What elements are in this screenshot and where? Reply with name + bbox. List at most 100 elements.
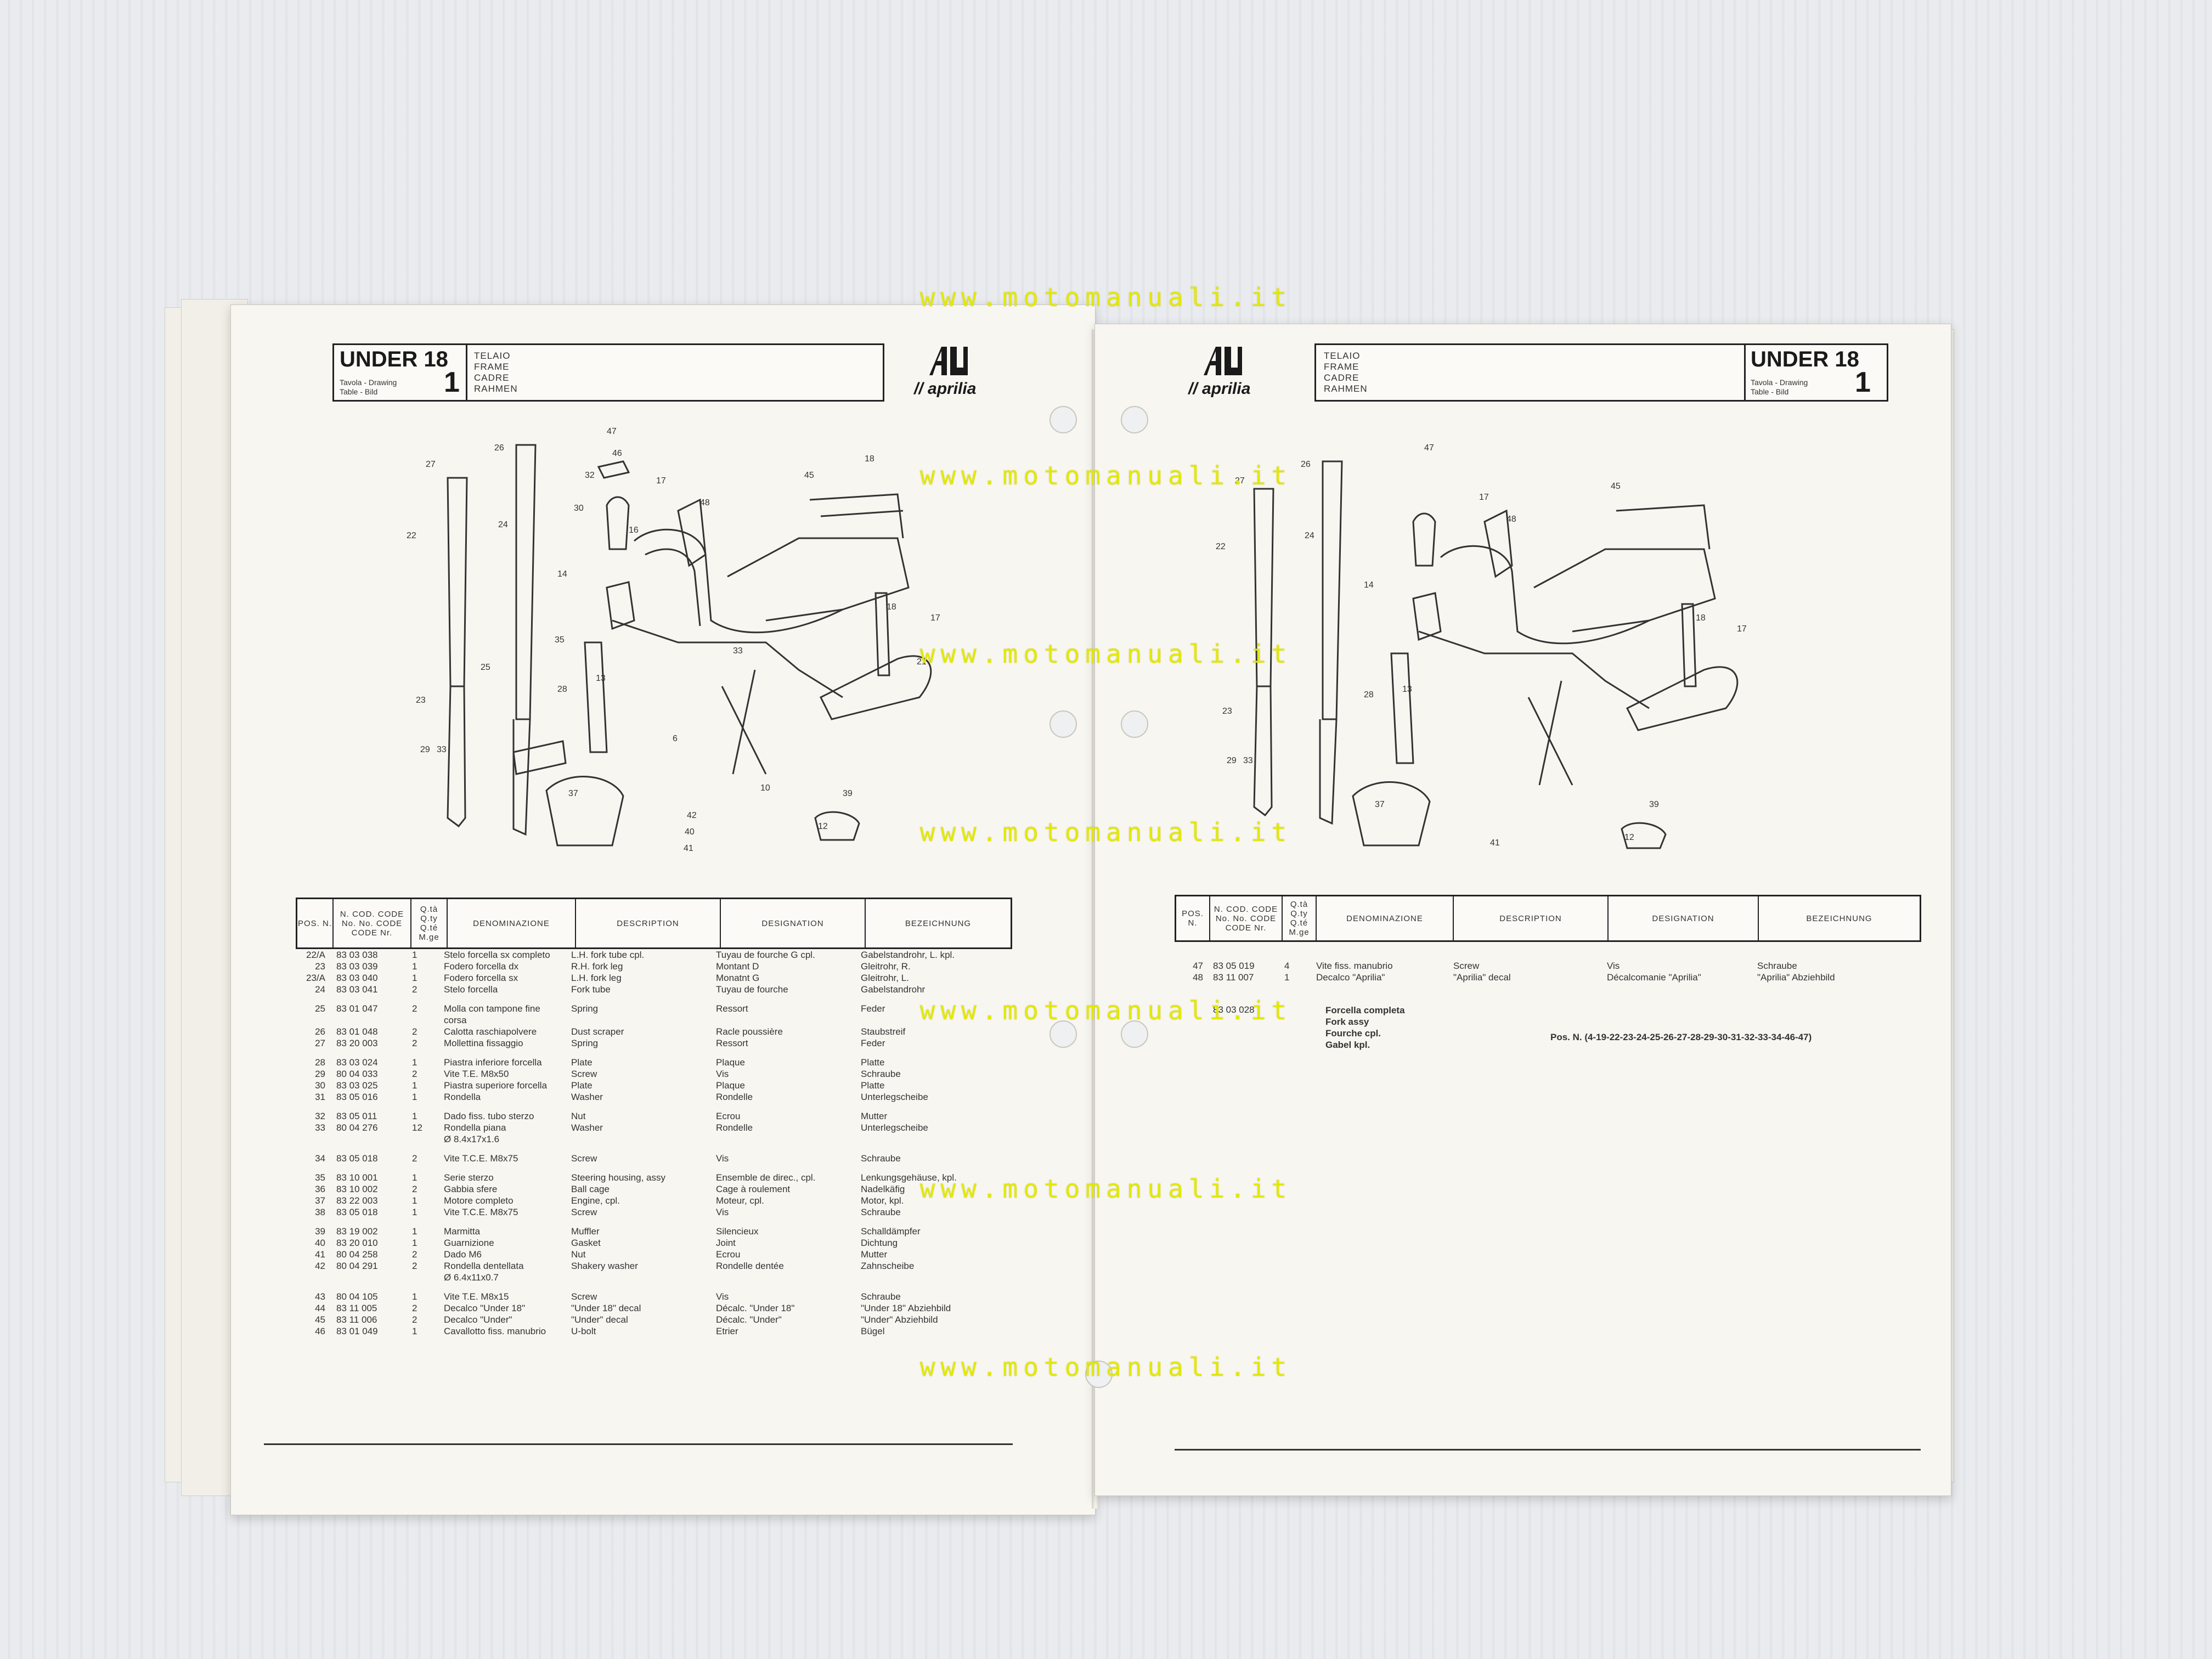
denominazione-cell: Rondella (444, 1092, 481, 1102)
bezeichnung-cell: Bügel (861, 1326, 885, 1336)
designation-cell: Silencieux (716, 1226, 759, 1237)
svg-text:22: 22 (407, 531, 416, 540)
drawing-label: Tavola - Drawing Table - Bild (1751, 378, 1808, 396)
bezeichnung-cell: Gleitrohr, L. (861, 973, 909, 983)
description-cell: Screw (571, 1207, 597, 1217)
denominazione-cell: Fodero forcella dx (444, 961, 519, 972)
bezeichnung-cell: Staubstreif (861, 1026, 906, 1037)
right-page: // aprilia TELAIO FRAME CADRE RAHMEN UND… (1094, 324, 1951, 1496)
designation-cell: Vis (1607, 961, 1620, 971)
designation-cell: Décalcomanie "Aprilia" (1607, 972, 1701, 983)
denominazione-cell: Stelo forcella (444, 984, 498, 995)
code-cell: 83 05 018 (336, 1207, 378, 1217)
fork-assembly-row: 83 03 028 (1175, 1005, 1918, 1016)
col-denominazione: DENOMINAZIONE (1317, 896, 1454, 940)
svg-text:21: 21 (917, 657, 927, 667)
denominazione-cell: Dado M6 (444, 1249, 482, 1260)
description-cell: Plate (571, 1080, 592, 1091)
code-cell: 80 04 033 (336, 1069, 378, 1079)
description-cell: Washer (571, 1092, 603, 1102)
svg-text:41: 41 (684, 844, 693, 853)
denominazione-cell: Piastra inferiore forcella (444, 1057, 542, 1068)
denominazione-cell: Vite T.E. M8x15 (444, 1291, 509, 1302)
bezeichnung-cell: Gleitrohr, R. (861, 961, 911, 972)
description-cell: Spring (571, 1038, 599, 1048)
denominazione-cell: Ø 6.4x11x0.7 (444, 1272, 499, 1283)
qty-cell: 1 (412, 1238, 417, 1248)
qty-cell: 1 (412, 1092, 417, 1102)
col-pos: POS. N. (297, 899, 334, 947)
pos-cell: 25 (315, 1003, 325, 1014)
bezeichnung-cell: Motor, kpl. (861, 1195, 904, 1206)
description-cell: Nut (571, 1111, 586, 1121)
pos-cell: 46 (315, 1326, 325, 1336)
pos-cell: 23 (315, 961, 325, 972)
qty-cell: 1 (412, 1111, 417, 1121)
code-cell: 83 10 001 (336, 1172, 378, 1183)
designation-cell: Monatnt G (716, 973, 760, 983)
bezeichnung-cell: Schraube (861, 1207, 901, 1217)
svg-text:48: 48 (700, 498, 710, 507)
denominazione-cell: Piastra superiore forcella (444, 1080, 548, 1091)
denominazione-cell: Vite T.E. M8x50 (444, 1069, 509, 1079)
binder-hole (1121, 1020, 1148, 1048)
pos-cell: 32 (315, 1111, 325, 1121)
parts-table-header: POS. N. N. COD. CODE No. No. CODE CODE N… (1175, 895, 1921, 942)
code-cell: 83 11 005 (336, 1303, 377, 1313)
page-rule (264, 1443, 1013, 1445)
bezeichnung-cell: Feder (861, 1003, 885, 1014)
qty-cell: 2 (412, 984, 417, 995)
code-cell: 80 04 105 (336, 1291, 378, 1302)
description-cell: Steering housing, assy (571, 1172, 665, 1183)
table-row: Ø 6.4x11x0.7 (297, 1272, 1010, 1284)
svg-text:45: 45 (804, 471, 814, 480)
designation-cell: Tuyau de fourche G cpl. (716, 950, 815, 960)
bezeichnung-cell: Platte (861, 1080, 885, 1091)
watermark-text: www.motomanuali.it (919, 1174, 1293, 1204)
bezeichnung-cell: Schraube (861, 1069, 901, 1079)
designation-cell: Décalc. "Under 18" (716, 1303, 795, 1313)
pos-cell: 34 (315, 1153, 325, 1164)
pos-cell: 48 (1193, 972, 1203, 983)
watermark-text: www.motomanuali.it (919, 1352, 1293, 1382)
bezeichnung-cell: Gabelstandrohr, L. kpl. (861, 950, 955, 960)
qty-cell: 1 (412, 1080, 417, 1091)
description-cell: L.H. fork tube cpl. (571, 950, 645, 960)
designation-cell: Ecrou (716, 1111, 741, 1121)
col-description: DESCRIPTION (1454, 896, 1609, 940)
code-cell: 83 05 016 (336, 1092, 378, 1102)
description-cell: U-bolt (571, 1326, 596, 1336)
denominazione-cell: Decalco "Under" (444, 1314, 512, 1325)
binder-hole (1049, 406, 1077, 433)
pos-cell: 42 (315, 1261, 325, 1271)
parts-table-header: POS. N. N. COD. CODE No. No. CODE CODE N… (296, 898, 1012, 949)
designation-cell: Cage à roulement (716, 1184, 791, 1194)
svg-text:23: 23 (416, 696, 426, 705)
col-bezeichnung: BEZEICHNUNG (1806, 913, 1872, 923)
bezeichnung-cell: Feder (861, 1038, 885, 1048)
svg-text:39: 39 (1649, 800, 1659, 809)
watermark-text: www.motomanuali.it (919, 996, 1293, 1025)
svg-text:25: 25 (481, 663, 490, 672)
designation-cell: Rondelle (716, 1122, 753, 1133)
svg-text:42: 42 (687, 811, 697, 820)
designation-cell: Ecrou (716, 1249, 741, 1260)
bezeichnung-cell: Unterlegscheibe (861, 1122, 928, 1133)
code-cell: 83 03 041 (336, 984, 378, 995)
pos-cell: 37 (315, 1195, 325, 1206)
qty-cell: 1 (412, 1172, 417, 1183)
bezeichnung-cell: Schraube (1757, 961, 1797, 971)
